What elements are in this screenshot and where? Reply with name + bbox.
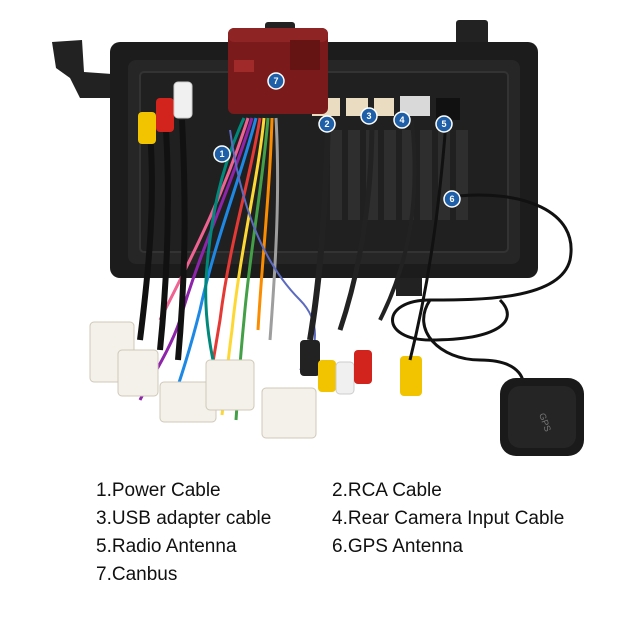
callout-badge-6: 6 xyxy=(443,190,461,208)
callout-badge-1: 1 xyxy=(213,145,231,163)
callout-badge-3: 3 xyxy=(360,107,378,125)
callout-number-4: 4 xyxy=(399,115,404,125)
callout-number-6: 6 xyxy=(449,194,454,204)
product-photo: GPS 1 2 3 4 5 6 7 xyxy=(52,20,584,456)
callout-badge-5: 5 xyxy=(435,115,453,133)
legend-item-usb-adapter-cable: 3.USB adapter cable xyxy=(96,508,272,529)
legend-item-rear-camera-cable: 4.Rear Camera Input Cable xyxy=(332,508,565,529)
legend-item-rca-cable: 2.RCA Cable xyxy=(332,480,442,501)
cable-legend: 1.Power Cable 2.RCA Cable 3.USB adapter … xyxy=(96,480,626,600)
canbus-box xyxy=(228,28,328,114)
legend-item-power-cable: 1.Power Cable xyxy=(96,480,221,501)
callout-badge-4: 4 xyxy=(393,111,411,129)
legend-item-radio-antenna: 5.Radio Antenna xyxy=(96,536,237,557)
callout-number-7: 7 xyxy=(273,76,278,86)
callout-number-3: 3 xyxy=(366,111,371,121)
rca-cable-leads xyxy=(300,117,422,396)
callout-badge-7: 7 xyxy=(267,72,285,90)
callout-number-1: 1 xyxy=(219,149,224,159)
left-rca-bundle xyxy=(137,81,193,361)
callout-badge-2: 2 xyxy=(318,115,336,133)
legend-item-canbus: 7.Canbus xyxy=(96,564,178,585)
callout-number-2: 2 xyxy=(324,119,329,129)
harness-connectors xyxy=(89,321,317,439)
callout-number-5: 5 xyxy=(441,119,446,129)
legend-item-gps-antenna: 6.GPS Antenna xyxy=(332,536,463,557)
gps-antenna-puck: GPS xyxy=(500,378,584,456)
